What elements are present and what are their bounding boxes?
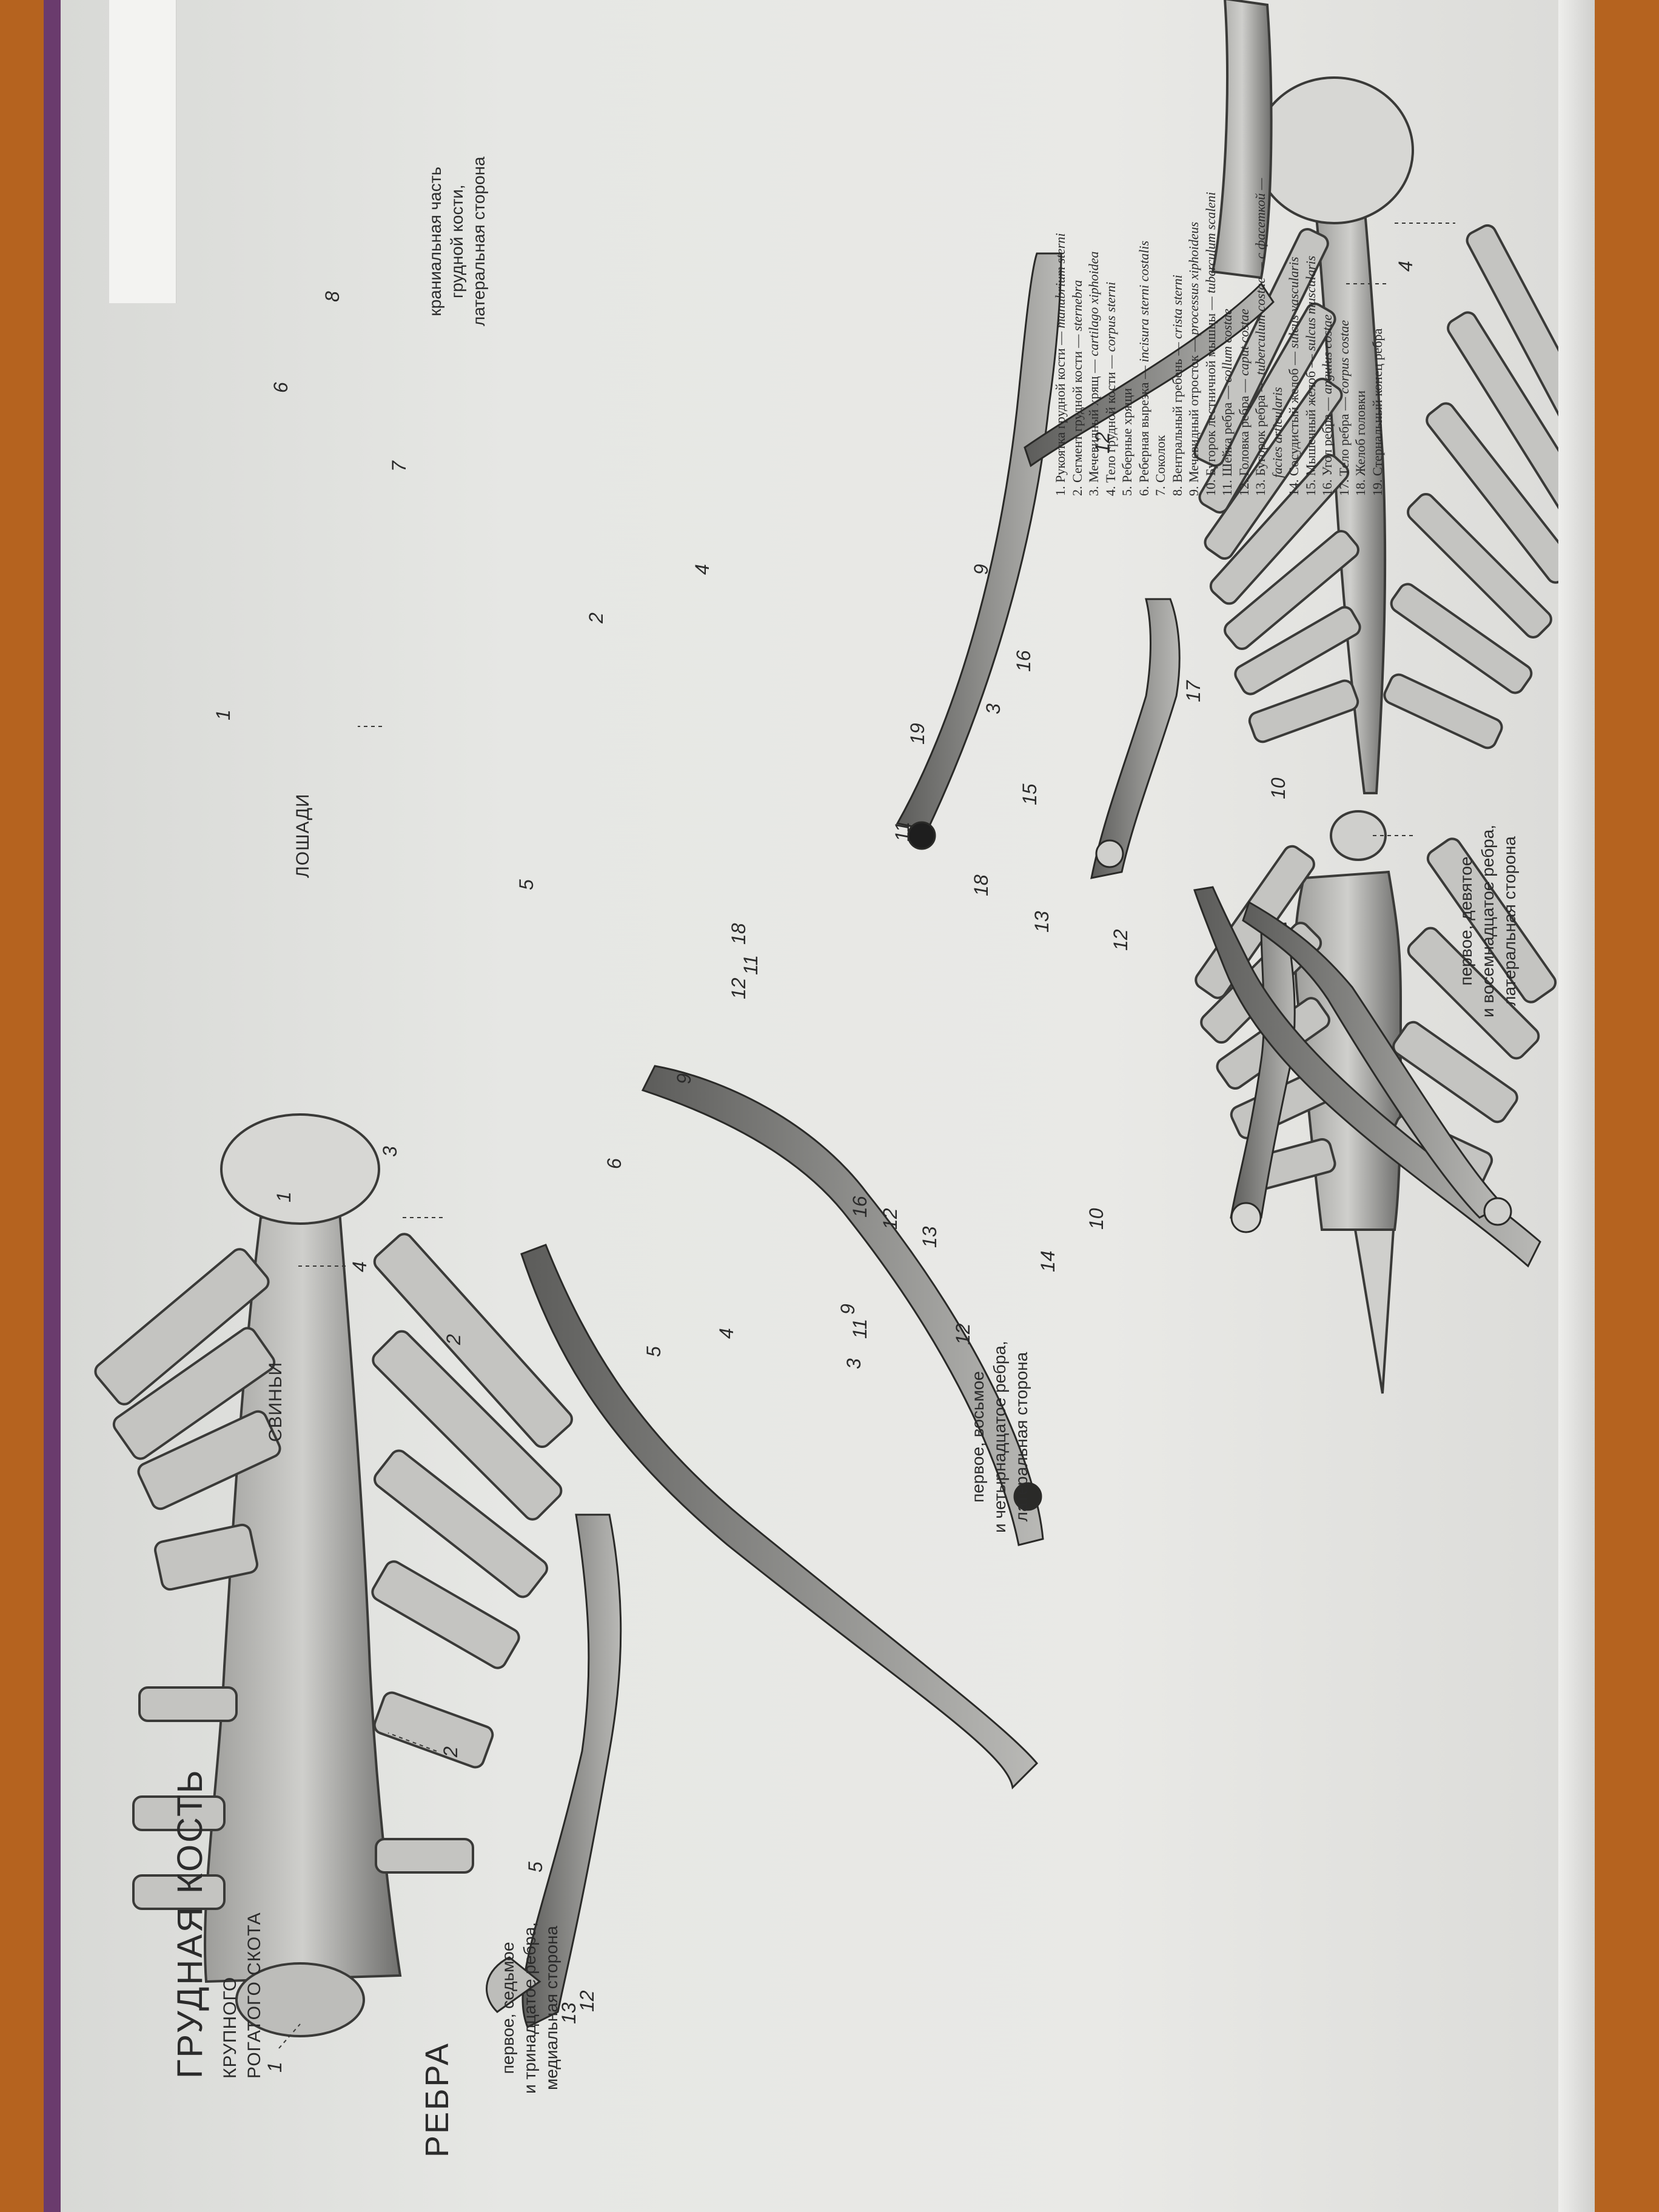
legend-item: 7. Соколок — [1153, 435, 1168, 496]
label-5-pig: 5 — [643, 1346, 665, 1357]
horse-caption-line1: первое, девятое — [1456, 856, 1475, 986]
cranial-caption-line1: краниальная часть — [426, 166, 444, 317]
legend-item: 13. Бугорок ребра — tuberculum costae — … — [1253, 178, 1268, 496]
horse-caption: первое, девятое и восемнадцатое ребра, л… — [1455, 825, 1521, 1017]
label-1-pig: 1 — [273, 1191, 295, 1202]
legend-item: 11. Шейка ребра — collum costae — [1219, 309, 1235, 496]
label-12b-horse: 12 — [1091, 432, 1113, 454]
label-1-horse: 1 — [212, 709, 234, 720]
label-16-pig: 16 — [849, 1196, 871, 1218]
cattle-sternum — [94, 1113, 573, 2037]
legend-item: 4. Тело грудной кости — corpus sterni — [1102, 281, 1118, 496]
label-4-pig: 4 — [716, 1328, 737, 1339]
bone-illustrations — [94, 0, 1558, 2049]
label-9-cattle: 9 — [673, 1073, 695, 1084]
label-13-pig: 13 — [919, 1226, 940, 1248]
label-4-cattle: 4 — [349, 1261, 370, 1272]
label-9-pig: 9 — [837, 1304, 859, 1315]
label-2-pig: 2 — [443, 1334, 464, 1345]
label-6-cranial: 6 — [270, 382, 292, 393]
pig-caption: первое, восьмое и четырнадцатое ребра, л… — [967, 1341, 1033, 1533]
legend-item: 18. Желоб головки — [1353, 390, 1368, 496]
legend-item: 10. Бугорок лестничной мышцы — tuberculu… — [1202, 192, 1218, 496]
cranial-caption-line2: грудной кости, — [447, 184, 466, 299]
horse-ribs — [896, 252, 1275, 879]
leader-lines — [278, 223, 1455, 2049]
pig-caption-line2: и четырнадцатое ребра, — [990, 1341, 1009, 1533]
horse-cranial-sternum — [1211, 0, 1273, 280]
legend-item: 12. Головка ребра — caput costae — [1236, 309, 1252, 496]
label-3-pig: 3 — [843, 1358, 865, 1369]
label-15-horse: 15 — [1019, 783, 1041, 805]
label-5-cattle: 5 — [525, 1862, 546, 1872]
label-8-cranial: 8 — [321, 291, 343, 302]
cattle-ribs — [486, 1065, 1044, 2029]
label-3-cattle: 3 — [379, 1146, 401, 1157]
legend-item: 5. Реберные хрящи — [1119, 387, 1134, 496]
legend-item: 8. Вентральный гребень — crista sterni — [1169, 275, 1185, 496]
label-10-horse: 10 — [1267, 777, 1289, 799]
label-14-cattle: 14 — [1037, 1250, 1059, 1272]
label-1-cattle: 1 — [264, 2062, 286, 2073]
pig-caption-line3: латеральная сторона — [1012, 1352, 1031, 1522]
label-11-pig: 11 — [849, 1318, 871, 1339]
label-12b-pig: 12 — [879, 1208, 901, 1230]
horse-caption-line2: и восемнадцатое ребра, — [1478, 825, 1497, 1017]
paper-bookmark-tab — [109, 0, 176, 303]
cattle-caption-line1: первое, седьмое — [498, 1942, 517, 2074]
horse-sternum — [1193, 76, 1558, 794]
label-12b-cattle: 12 — [576, 1990, 598, 2012]
label-7-cranial: 7 — [388, 461, 410, 472]
ribs-title: РЕБРА — [419, 2042, 455, 2157]
label-12-cattle: 12 — [728, 977, 749, 999]
label-4-horse: 4 — [691, 564, 713, 575]
legend-item: 17. Тело ребра — corpus costae — [1336, 320, 1352, 496]
legend-item: facies articularis — [1269, 387, 1285, 478]
legend-item: 2. Сегмент грудной кости — sternebra — [1069, 280, 1085, 496]
label-19-cattle: 19 — [907, 723, 928, 745]
cattle-caption: первое, седьмое и тринадцатое ребра, мед… — [497, 1922, 563, 2094]
legend-item: 6. Реберная вырезка — incisura sterni co… — [1136, 240, 1151, 496]
legend-item: 9. Мечевидный отросток — processus xipho… — [1186, 221, 1201, 496]
page-content-rotated: ГРУДНАЯ КОСТЬ КРУПНОГО РОГАТОГО СКОТА РЕ… — [61, 0, 1558, 2212]
cranial-caption: краниальная часть грудной кости, латерал… — [424, 156, 490, 326]
label-6-cattle: 6 — [603, 1158, 625, 1169]
label-2-horse: 2 — [585, 612, 607, 623]
label-16-horse: 16 — [1013, 650, 1034, 672]
legend-item: 16. Угол ребра — angulus costae — [1319, 314, 1335, 496]
legend-item: 1. Рукоятка грудной кости — manubrium st… — [1053, 233, 1068, 496]
horse-label: ЛОШАДИ — [293, 793, 313, 878]
legend-item: 15. Мышечный желоб — sulcus muscularis — [1302, 255, 1318, 496]
legend-list: 1. Рукоятка грудной кости — manubrium st… — [1052, 35, 1386, 496]
label-13-horse: 13 — [1031, 911, 1053, 933]
pig-caption-line1: первое, восьмое — [968, 1371, 987, 1503]
label-11-cattle: 11 — [740, 954, 762, 975]
pig-ribs — [1193, 886, 1541, 1268]
label-11-horse: 11 — [891, 821, 913, 842]
label-18-cattle: 18 — [728, 923, 749, 945]
pig-label: СВИНЬИ — [266, 1361, 286, 1442]
cattle-label-line1: КРУПНОГО — [220, 1976, 240, 2079]
label-5-horse: 5 — [515, 879, 537, 890]
legend-item: 19. Стернальный конец ребра — [1369, 328, 1385, 496]
label-12-pig: 12 — [952, 1323, 974, 1345]
label-3-horse: 3 — [982, 703, 1004, 714]
label-9-horse: 9 — [970, 564, 992, 575]
page-title: ГРУДНАЯ КОСТЬ — [170, 1768, 210, 2079]
label-12-horse: 12 — [1110, 929, 1131, 951]
label-17-horse: 17 — [1182, 680, 1204, 702]
label-2-cattle: 2 — [440, 1746, 461, 1757]
cattle-caption-line2: и тринадцатое ребра, — [520, 1922, 539, 2094]
label-18-horse: 18 — [970, 874, 992, 896]
cattle-label-line2: РОГАТОГО СКОТА — [244, 1912, 264, 2079]
label-4-cranial: 4 — [1395, 261, 1416, 272]
legend-item: 14. Сосудистый желоб — sulcus vascularis — [1286, 256, 1301, 496]
horse-caption-line3: латеральная сторона — [1500, 836, 1519, 1006]
book-cover-right — [1558, 0, 1595, 2212]
legend-item: 3. Мечевидный хрящ — cartilago xiphoidea — [1086, 251, 1101, 496]
label-10-pig: 10 — [1085, 1208, 1107, 1230]
cranial-caption-line3: латеральная сторона — [469, 156, 488, 326]
